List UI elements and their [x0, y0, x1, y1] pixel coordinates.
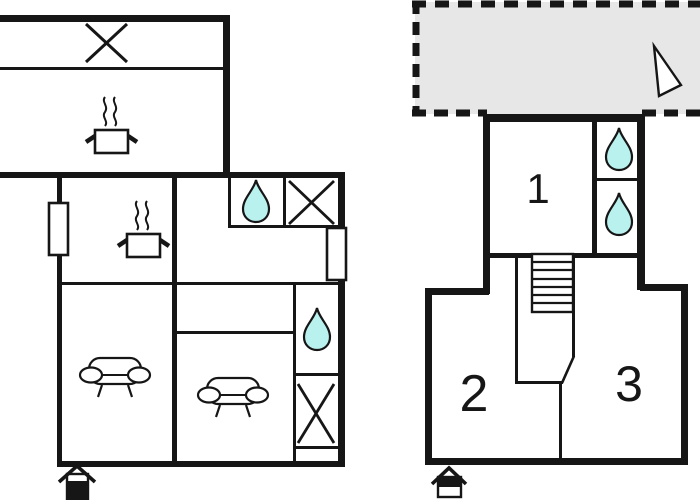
- stove-icon: [116, 200, 171, 259]
- terrace-area: [412, 0, 700, 117]
- water-drop-icon: [604, 127, 634, 172]
- wardrobe-x-icon: [296, 383, 336, 444]
- entrance-icon: [57, 463, 97, 500]
- water-drop-icon: [302, 307, 332, 352]
- stairs-icon: [530, 252, 575, 314]
- stove-icon: [84, 96, 139, 155]
- room-label-3: 3: [615, 356, 643, 412]
- walls: [425, 114, 688, 465]
- upper-floor-plan: 1 2 3: [412, 0, 700, 499]
- water-drop-icon: [241, 179, 271, 224]
- sofa-icon: [196, 376, 270, 418]
- ground-floor-plan: [0, 15, 348, 500]
- wardrobe-x-icon: [288, 179, 335, 226]
- room-label-1: 1: [526, 165, 549, 212]
- walls: [0, 15, 345, 467]
- wardrobe-x-icon: [84, 22, 129, 64]
- sofa-icon: [78, 356, 152, 398]
- window-marker: [325, 226, 348, 282]
- north-arrow-icon: [652, 41, 683, 98]
- entrance-icon: [430, 465, 468, 499]
- water-drop-icon: [604, 192, 634, 237]
- window-marker: [47, 201, 70, 257]
- room-label-2: 2: [460, 365, 489, 423]
